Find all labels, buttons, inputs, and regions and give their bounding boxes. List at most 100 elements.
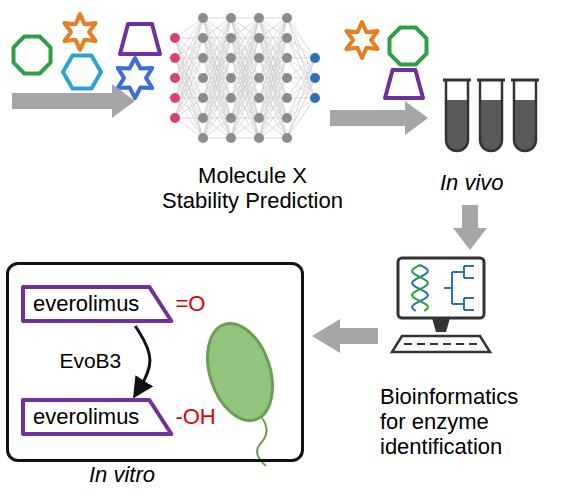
tube-rim	[511, 79, 539, 82]
network-link	[259, 78, 287, 138]
step-label: Bioinformatics for enzyme identification	[380, 384, 550, 459]
network-link	[287, 78, 315, 138]
network-link	[259, 38, 287, 138]
flagellum	[257, 418, 266, 466]
tube-glass	[480, 80, 502, 151]
trapezoid-outline	[23, 400, 171, 434]
network-neuron	[170, 53, 180, 63]
network-neuron	[282, 93, 292, 103]
network-link	[231, 78, 259, 138]
tube-liquid	[514, 100, 536, 151]
trapezoid-shape	[120, 24, 160, 54]
functional-group: =O	[175, 290, 205, 318]
network-link	[175, 98, 203, 118]
bacterium	[196, 315, 284, 466]
network-link	[175, 98, 203, 118]
molecule-name: everolimus	[33, 291, 139, 316]
flow-arrows	[12, 84, 487, 353]
network-neuron	[254, 33, 264, 43]
tube-liquid	[446, 100, 468, 151]
network-link	[203, 78, 231, 138]
network-neuron	[282, 133, 292, 143]
network-link	[231, 118, 259, 138]
molecule-box: everolimus=O	[21, 285, 173, 323]
key	[456, 343, 464, 345]
phylogenetic-tree	[444, 266, 474, 310]
network-link	[175, 18, 203, 118]
molecule-box: everolimus-OH	[21, 398, 173, 436]
trapezoid-shape	[385, 70, 423, 98]
key	[469, 343, 477, 345]
block-arrow	[330, 101, 428, 135]
panel-caption: In vitro	[89, 462, 155, 488]
network-link	[287, 38, 315, 98]
network-neuron	[170, 73, 180, 83]
network-neuron	[310, 93, 320, 103]
network-link	[231, 18, 259, 118]
key	[404, 343, 412, 345]
network-neuron	[282, 53, 292, 63]
test-tubes	[443, 80, 539, 151]
network-neuron	[198, 93, 208, 103]
network-link	[175, 118, 203, 138]
network-neuron	[254, 73, 264, 83]
network-link	[203, 18, 231, 118]
trapezoid-outline	[23, 287, 171, 321]
network-link	[259, 18, 287, 118]
molecule-name: everolimus	[33, 404, 139, 429]
neural-network	[170, 13, 320, 143]
stage-caption: In vivo	[440, 170, 550, 195]
computer-icon	[392, 258, 490, 352]
dna-strand	[412, 265, 428, 311]
network-neuron	[170, 33, 180, 43]
octagon-shape	[14, 37, 51, 74]
enzyme-label: EvoB3	[57, 349, 123, 373]
network-neuron	[226, 93, 236, 103]
key	[430, 343, 438, 345]
tube-liquid	[480, 100, 502, 151]
star-shape	[346, 22, 377, 58]
network-neuron	[198, 53, 208, 63]
molecule-shapes	[14, 14, 161, 98]
hexagon-shape	[63, 56, 101, 89]
network-link	[231, 38, 259, 138]
network-neuron	[170, 113, 180, 123]
network-neuron	[282, 113, 292, 123]
network-neuron	[198, 73, 208, 83]
block-arrow	[312, 319, 378, 353]
network-neuron	[310, 73, 320, 83]
network-neuron	[254, 13, 264, 23]
network-neuron	[198, 113, 208, 123]
network-neuron	[226, 113, 236, 123]
network-link	[203, 118, 231, 138]
network-neuron	[226, 133, 236, 143]
network-link	[203, 18, 231, 118]
network-link	[175, 18, 203, 38]
network-neuron	[226, 13, 236, 23]
step-label: Molecule X Stability Prediction	[150, 163, 355, 213]
monitor	[398, 258, 484, 318]
network-link	[231, 38, 259, 138]
network-neuron	[254, 53, 264, 63]
network-link	[203, 38, 231, 138]
network-neuron	[170, 93, 180, 103]
network-neuron	[282, 13, 292, 23]
network-link	[287, 58, 315, 118]
network-neuron	[226, 33, 236, 43]
network-link	[259, 18, 287, 118]
dna-strand	[412, 265, 428, 311]
monitor-stand	[432, 318, 450, 332]
star-shape	[118, 58, 153, 98]
network-neuron	[254, 93, 264, 103]
network-neuron	[254, 113, 264, 123]
network-neuron	[310, 53, 320, 63]
key	[417, 343, 425, 345]
network-link	[175, 58, 203, 118]
network-link	[259, 118, 287, 138]
network-link	[259, 38, 287, 138]
octagon-shape	[390, 28, 427, 65]
tube-glass	[446, 80, 468, 151]
network-link	[203, 38, 231, 138]
network-link	[287, 58, 315, 78]
